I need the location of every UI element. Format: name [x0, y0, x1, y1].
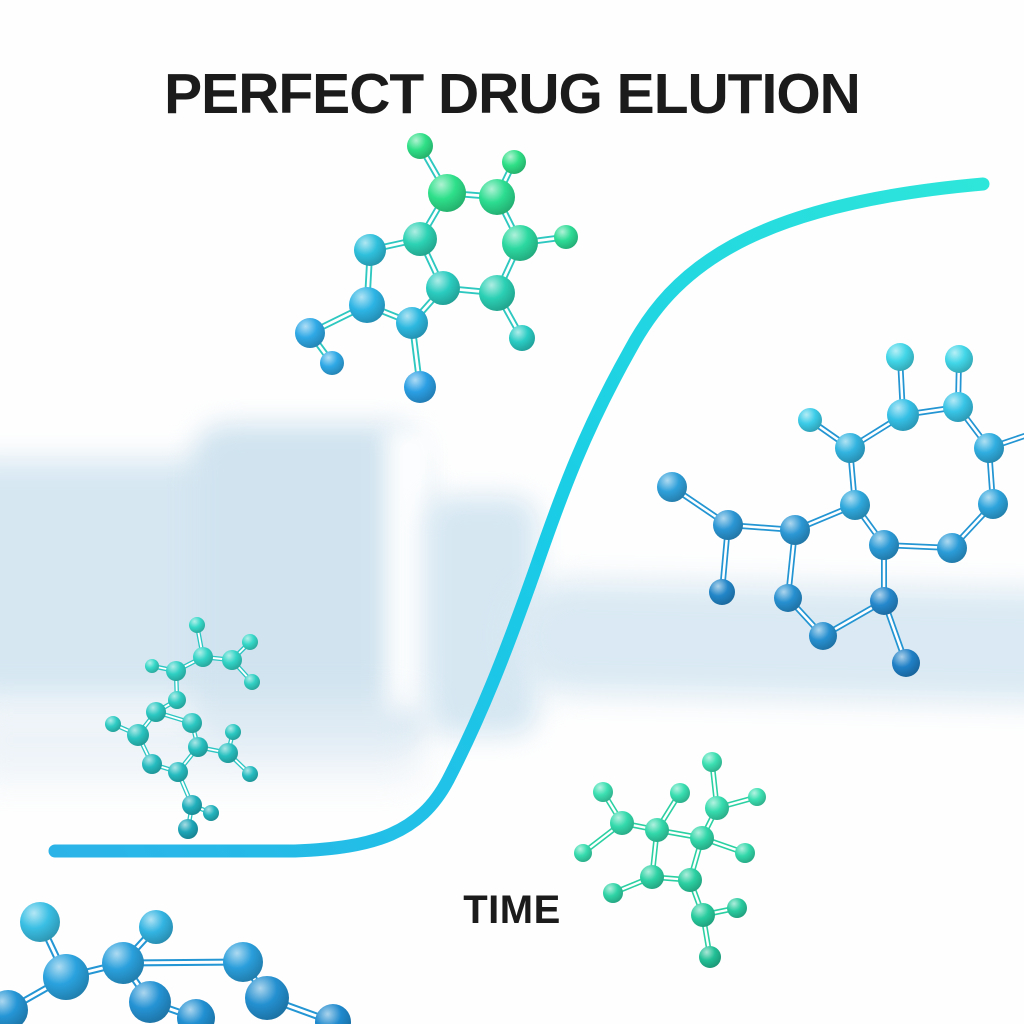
atom — [245, 976, 289, 1020]
atom — [670, 783, 690, 803]
atom — [809, 622, 837, 650]
atom — [699, 946, 721, 968]
atom — [218, 743, 238, 763]
atom — [709, 579, 735, 605]
atom — [203, 805, 219, 821]
atom — [223, 942, 263, 982]
elution-curve — [48, 177, 990, 858]
atom — [396, 307, 428, 339]
atom — [182, 713, 202, 733]
atom — [945, 345, 973, 373]
atom — [242, 634, 258, 650]
atom — [705, 796, 729, 820]
atom — [978, 489, 1008, 519]
atom — [603, 883, 623, 903]
atom — [690, 826, 714, 850]
atom — [502, 225, 538, 261]
atom — [407, 133, 433, 159]
atom — [887, 399, 919, 431]
atom — [142, 754, 162, 774]
atom — [315, 1004, 351, 1024]
atom — [593, 782, 613, 802]
atom — [840, 490, 870, 520]
atom — [0, 990, 28, 1024]
atom — [937, 533, 967, 563]
atom — [554, 225, 578, 249]
atom — [678, 868, 702, 892]
atom — [168, 691, 186, 709]
atom — [193, 647, 213, 667]
atom — [870, 587, 898, 615]
atom — [691, 903, 715, 927]
atom — [320, 351, 344, 375]
atom — [222, 650, 242, 670]
atom — [178, 819, 198, 839]
atom — [509, 325, 535, 351]
atom — [735, 843, 755, 863]
atom — [502, 150, 526, 174]
atom — [713, 510, 743, 540]
atom — [780, 515, 810, 545]
atom — [127, 724, 149, 746]
atom — [295, 318, 325, 348]
atom — [974, 433, 1004, 463]
atom — [349, 287, 385, 323]
atom — [139, 910, 173, 944]
drug-molecule-bottom-left-blue — [0, 902, 351, 1024]
atom — [886, 343, 914, 371]
atom — [892, 649, 920, 677]
atom — [404, 371, 436, 403]
atom — [189, 617, 205, 633]
atom — [43, 954, 89, 1000]
atom — [403, 222, 437, 256]
atom — [242, 766, 258, 782]
time-axis-label: TIME — [463, 888, 561, 932]
atom — [129, 981, 171, 1023]
atom — [20, 902, 60, 942]
atom — [177, 999, 215, 1024]
atom — [244, 674, 260, 690]
atom — [574, 844, 592, 862]
atom — [166, 661, 186, 681]
atom — [182, 795, 202, 815]
atom — [798, 408, 822, 432]
atom — [146, 702, 166, 722]
drug-molecule-left-teal — [105, 617, 260, 839]
device-shadow-shape — [0, 700, 420, 780]
atom — [869, 530, 899, 560]
atom — [943, 392, 973, 422]
drug-molecule-top-green — [295, 133, 578, 403]
atom — [225, 724, 241, 740]
atom — [657, 472, 687, 502]
atom — [188, 737, 208, 757]
atom — [727, 898, 747, 918]
atom — [145, 659, 159, 673]
atom — [426, 271, 460, 305]
atom — [479, 275, 515, 311]
atom — [835, 433, 865, 463]
atom — [354, 234, 386, 266]
molecules-layer — [0, 133, 1024, 1024]
atom — [610, 811, 634, 835]
atom — [428, 174, 466, 212]
atom — [479, 179, 515, 215]
atom — [105, 716, 121, 732]
atom — [645, 818, 669, 842]
poster-title: PERFECT DRUG ELUTION — [164, 62, 861, 126]
atom — [774, 584, 802, 612]
atom — [748, 788, 766, 806]
atom — [102, 942, 144, 984]
atom — [702, 752, 722, 772]
drug-molecule-right-blue — [657, 343, 1024, 677]
drug-molecule-bottom-center-green — [574, 752, 766, 968]
atom — [640, 865, 664, 889]
atom — [168, 762, 188, 782]
